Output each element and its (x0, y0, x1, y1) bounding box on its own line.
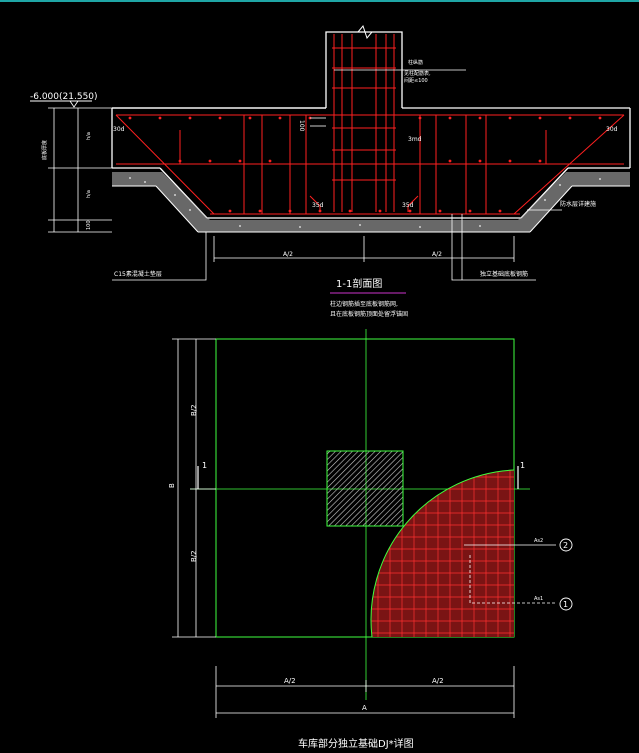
leader-waterproof: 防水层详建施 (560, 200, 596, 208)
elevation-label: -6.000(21.550) (30, 92, 98, 102)
label-35d-left: 35d (312, 202, 324, 209)
leader-column-3: 间距≤100 (404, 77, 428, 84)
dim-left-bottom: 100 (86, 220, 92, 230)
section-title: 1-1剖面图 (336, 277, 382, 290)
section-note-2: 且在底板钢筋顶面处留浮锚固 (330, 310, 408, 318)
section-view: 30d 30d 35d 35d 3md 100 柱纵筋 见柱配筋表, 间距≤10… (30, 24, 631, 318)
dim-b-half-top: B/2 (190, 404, 198, 416)
dim-b-half-bottom: B/2 (190, 550, 198, 562)
dim-b: B (168, 483, 176, 488)
plan-view: As2 2 As1 1 1 1 B B/2 B/2 A/2 (168, 329, 573, 750)
plan-title: 车库部分独立基础DJ*详图 (298, 737, 414, 750)
rebar-label-2: As2 (534, 538, 543, 544)
dim-left-upper: 底板厚度 (41, 140, 48, 160)
leader-bottom-rebar: 独立基础底板钢筋 (480, 270, 528, 278)
leader-column-1: 柱纵筋 (408, 59, 423, 66)
dim-a-half-right: A/2 (432, 677, 444, 685)
section-rebar (115, 34, 625, 215)
leader-blinding: C15素混凝土垫层 (114, 270, 162, 278)
half-width-left: A/2 (283, 251, 293, 258)
callout-1: 1 (563, 600, 568, 609)
section-mark-left: 1 (202, 461, 207, 470)
dim-left-mid: h/a (86, 132, 92, 140)
plan-horizontal-dims (215, 666, 515, 718)
label-100: 100 (298, 120, 305, 132)
rebar-dots (128, 116, 602, 213)
left-dim-chain (48, 107, 112, 233)
label-30d-left: 30d (113, 126, 125, 133)
half-width-right: A/2 (432, 251, 442, 258)
callout-2: 2 (563, 541, 568, 550)
dim-left-lower: h/a (86, 190, 92, 198)
blinding-layer (112, 172, 630, 232)
dim-a-half-left: A/2 (284, 677, 296, 685)
leader-column-2: 见柱配筋表, (404, 70, 431, 77)
rebar-label-1: As1 (534, 596, 543, 602)
dim-a: A (362, 704, 367, 712)
label-3md: 3md (408, 136, 422, 143)
label-35d-right: 35d (402, 202, 414, 209)
section-mark-right: 1 (520, 461, 525, 470)
column-plan (326, 450, 404, 527)
label-30d-right: 30d (606, 126, 618, 133)
quarter-arc (370, 469, 515, 638)
title-bar-line (0, 0, 639, 2)
section-note-1: 柱边钢筋插至底板钢筋网, (330, 300, 398, 308)
plan-vertical-dims (172, 338, 216, 638)
column-break-mark (357, 24, 373, 40)
